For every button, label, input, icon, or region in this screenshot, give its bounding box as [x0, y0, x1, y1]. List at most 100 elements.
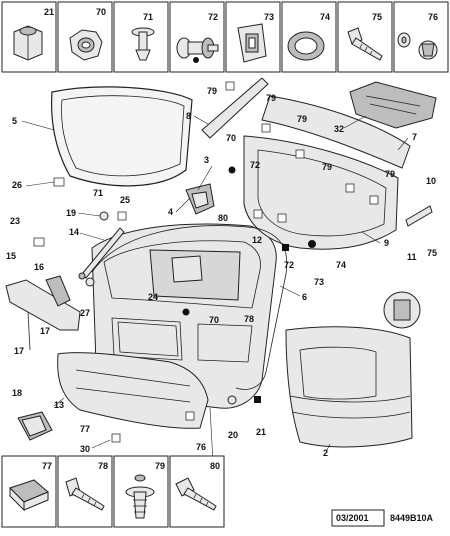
fastener-box-75: 75	[337, 1, 393, 73]
push-clip-icon	[397, 32, 438, 60]
fastener-ref-77: 77	[42, 461, 52, 471]
callout-75: 75	[427, 248, 437, 258]
fastener-ref-73: 73	[264, 12, 274, 22]
fastener-box-71: 71	[113, 1, 169, 73]
hinge-assembly	[185, 183, 215, 215]
callout-71: 71	[93, 188, 103, 198]
lower-trim-panel	[57, 352, 209, 429]
callout-74: 74	[336, 260, 346, 270]
callout-17a: 17	[14, 346, 24, 356]
callout-70a: 70	[226, 133, 236, 143]
callout-14: 14	[69, 227, 79, 237]
callout-6: 6	[302, 292, 307, 302]
fastener-ref-21: 21	[44, 7, 54, 17]
callout-79d: 79	[385, 169, 395, 179]
callout-7: 7	[412, 132, 417, 142]
fastener-box-74: 74	[281, 1, 337, 73]
pad-icon	[9, 479, 49, 512]
fastener-ref-76: 76	[428, 12, 438, 22]
spoiler-bracket	[349, 81, 437, 129]
callout-25: 25	[120, 195, 130, 205]
callout-20: 20	[228, 430, 238, 440]
callout-76: 76	[196, 442, 206, 452]
callout-72b: 72	[250, 160, 260, 170]
plastic-stud-icon	[176, 37, 219, 63]
callout-3: 3	[204, 155, 209, 165]
leader-lines	[21, 115, 409, 481]
fastener-ref-75: 75	[372, 12, 382, 22]
tailgate-outer-skin	[285, 326, 413, 448]
fastener-ref-79: 79	[155, 461, 165, 471]
screw-icon	[347, 27, 383, 61]
callout-26: 26	[12, 180, 22, 190]
callout-17b: 17	[40, 326, 50, 336]
fastener-box-77: 77	[1, 455, 57, 528]
bottom-fastener-row: 77 78 79	[1, 455, 225, 528]
fastener-ref-78: 78	[98, 461, 108, 471]
bracket-10-11	[405, 205, 433, 227]
callout-13: 13	[54, 400, 64, 410]
callout-19: 19	[66, 208, 76, 218]
callout-79b: 79	[266, 93, 276, 103]
tailgate-seal	[91, 225, 288, 390]
callout-24: 24	[148, 292, 158, 302]
fastener-ref-70: 70	[96, 7, 106, 17]
callout-8: 8	[186, 111, 191, 121]
fastener-ref-71: 71	[143, 12, 153, 22]
callout-23: 23	[10, 216, 20, 226]
fastener-box-79: 79	[113, 455, 169, 528]
fastener-markers	[33, 81, 379, 443]
callout-21: 21	[256, 427, 266, 437]
fastener-box-73: 73	[225, 1, 281, 73]
fastener-ref-72: 72	[208, 12, 218, 22]
fastener-box-76: 76	[393, 1, 449, 73]
fastener-box-72: 72	[169, 1, 225, 73]
rear-window-glass	[51, 86, 193, 187]
callout-32: 32	[334, 124, 344, 134]
callout-77: 77	[80, 424, 90, 434]
footer-date: 03/2001	[336, 513, 369, 523]
push-rivet-icon	[131, 27, 155, 61]
callout-27: 27	[80, 308, 90, 318]
fastener-box-80: 80	[169, 455, 225, 528]
top-fastener-row: 21 70 71	[1, 1, 449, 73]
callout-80: 80	[218, 213, 228, 223]
lock-cable-ring	[383, 291, 421, 329]
fastener-box-70: 70	[57, 1, 113, 73]
callout-15: 15	[6, 251, 16, 261]
footer: 03/2001 8449B10A	[331, 509, 434, 527]
screw-icon-78	[65, 477, 105, 511]
fir-tree-clip-icon	[125, 474, 155, 519]
fastener-ref-80: 80	[210, 461, 220, 471]
fastener-box-21: 21	[1, 1, 57, 73]
gas-strut	[78, 227, 125, 280]
callout-labels: 1 2 3 4 5 6 7 8 9 10 11 12 13 14 15 16 1…	[6, 86, 437, 486]
callout-4: 4	[168, 207, 173, 217]
callout-72a: 72	[284, 260, 294, 270]
callout-9: 9	[384, 238, 389, 248]
trim-strip	[201, 77, 269, 139]
grommet-icon	[287, 31, 325, 61]
bolt-icon	[175, 477, 217, 511]
motor-unit-30	[17, 411, 53, 441]
callout-11: 11	[407, 252, 417, 262]
callout-79e: 79	[297, 114, 307, 124]
footer-code: 8449B10A	[390, 513, 434, 523]
callout-5: 5	[12, 116, 17, 126]
callout-2: 2	[323, 448, 328, 458]
clip-icon	[237, 23, 267, 63]
callout-16: 16	[34, 262, 44, 272]
callout-12: 12	[252, 235, 262, 245]
callout-70b: 70	[209, 315, 219, 325]
callout-78: 78	[244, 314, 254, 324]
fastener-ref-74: 74	[320, 12, 330, 22]
callout-30: 30	[80, 444, 90, 454]
callout-18: 18	[12, 388, 22, 398]
callout-79c: 79	[322, 162, 332, 172]
hex-nut-icon	[69, 29, 103, 61]
fastener-box-78: 78	[57, 455, 113, 528]
callout-79a: 79	[207, 86, 217, 96]
callout-73: 73	[314, 277, 324, 287]
